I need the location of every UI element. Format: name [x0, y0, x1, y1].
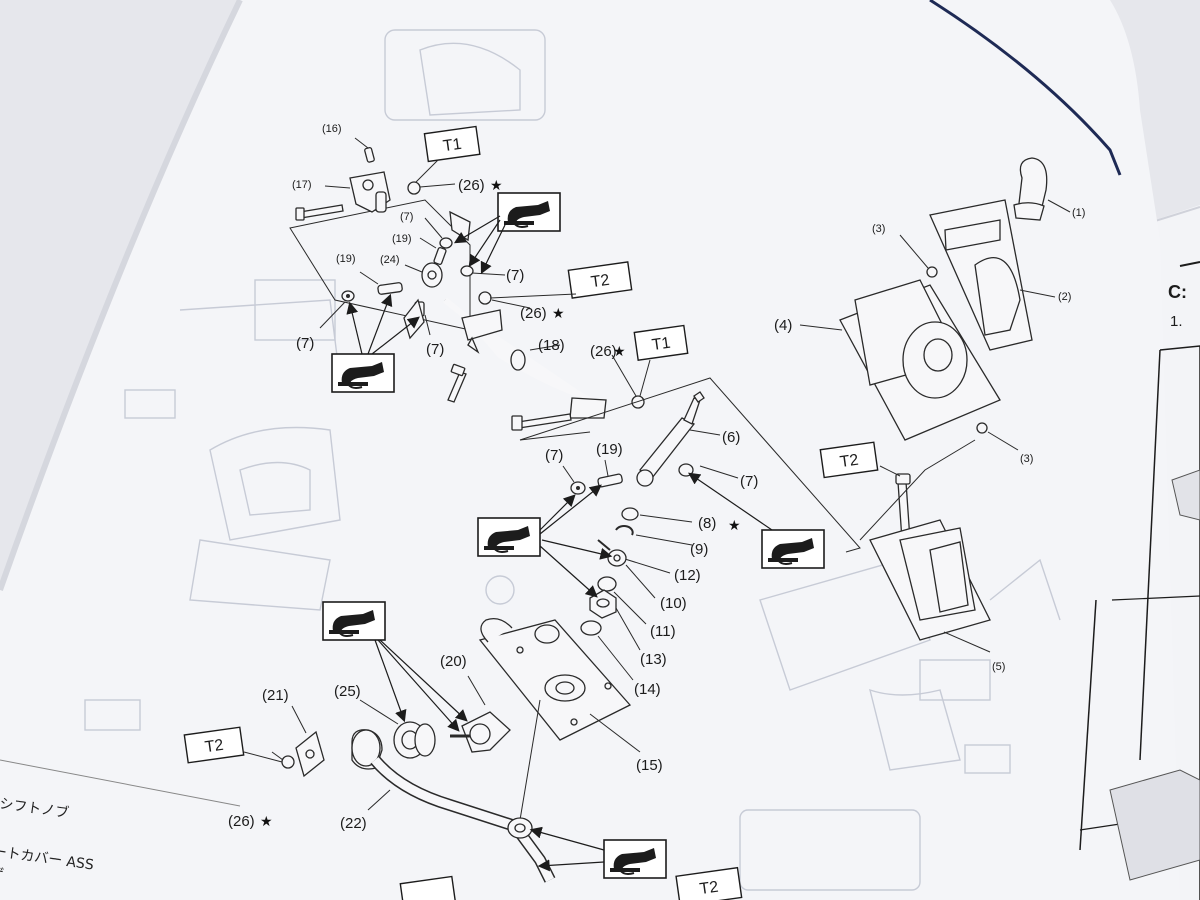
callout-18: (18)	[538, 337, 565, 354]
callout-26: (26)	[590, 343, 617, 360]
callout-7: (7)	[506, 267, 524, 284]
callout-19: (19)	[336, 253, 356, 265]
page-border-line	[929, 0, 1122, 176]
callout-labels: (16) (17) (26) ★ (7) (19) (24) (19) (7) …	[228, 123, 1085, 832]
callout-20: (20)	[440, 653, 467, 670]
callout-7: (7)	[296, 335, 314, 352]
callout-21: (21)	[262, 687, 289, 704]
callout-22: (22)	[340, 815, 367, 832]
callout-14: (14)	[634, 681, 661, 698]
torque-label: T1	[442, 136, 463, 155]
callout-7: (7)	[400, 211, 413, 223]
torque-box-t2: T2	[675, 866, 743, 900]
callout-10: (10)	[660, 595, 687, 612]
callout-3: (3)	[872, 223, 885, 235]
facing-page-content: C: 1.	[1079, 261, 1200, 900]
torque-label: T1	[651, 335, 672, 354]
grease-application-icon	[322, 601, 386, 641]
parts-legend: シフトノブ ートカバー ASS ゲ	[0, 795, 95, 883]
torque-label: T2	[839, 452, 860, 471]
callout-7: (7)	[545, 447, 563, 464]
torque-box-t2: T2	[567, 261, 633, 299]
callout-3: (3)	[1020, 453, 1033, 465]
callout-5: (5)	[992, 661, 1005, 673]
grease-application-icon	[477, 517, 541, 557]
callout-7: (7)	[426, 341, 444, 358]
callout-16: (16)	[322, 123, 342, 135]
star-mark: ★	[728, 518, 741, 534]
legend-line: ートカバー ASS	[0, 844, 95, 874]
legend-line: シフトノブ	[0, 795, 70, 822]
torque-box-t2: T2	[819, 441, 879, 479]
torque-boxes: T1 T2 T1 T2 T2 T2	[183, 125, 879, 900]
grease-markers	[322, 192, 825, 879]
callout-8: (8)	[698, 515, 716, 532]
callout-15: (15)	[636, 757, 663, 774]
callout-24: (24)	[380, 254, 400, 266]
facing-page-step: 1.	[1170, 313, 1183, 330]
grease-application-icon	[603, 839, 667, 879]
callout-26: (26)	[458, 177, 485, 194]
callout-25: (25)	[334, 683, 361, 700]
grease-application-icon	[497, 192, 561, 232]
callout-19: (19)	[392, 233, 412, 245]
lever-assembly	[519, 377, 861, 681]
callout-26: (26)	[520, 305, 547, 322]
legend-line: ゲ	[0, 865, 5, 883]
shift-housing-15	[450, 617, 641, 821]
grease-application-icon	[331, 353, 395, 393]
callout-12: (12)	[674, 567, 701, 584]
callout-7: (7)	[740, 473, 758, 490]
callout-4: (4)	[774, 317, 792, 334]
callout-17: (17)	[292, 179, 312, 191]
callout-2: (2)	[1058, 291, 1071, 303]
torque-label: T2	[699, 879, 720, 898]
star-mark: ★	[613, 344, 626, 360]
callout-1: (1)	[1072, 207, 1085, 219]
torque-box-t1: T1	[633, 324, 689, 361]
callout-13: (13)	[640, 651, 667, 668]
star-mark: ★	[260, 814, 273, 830]
grease-application-icon	[761, 529, 825, 569]
callout-6: (6)	[722, 429, 740, 446]
torque-box-t1: T1	[423, 125, 481, 163]
shift-rod-18	[443, 291, 645, 431]
callout-19: (19)	[596, 441, 623, 458]
torque-label: T2	[590, 272, 611, 291]
torque-label: T2	[204, 737, 225, 756]
star-mark: ★	[490, 178, 503, 194]
callout-9: (9)	[690, 541, 708, 558]
lower-rod-assembly	[271, 699, 556, 883]
show-through-ghost-diagram	[84, 29, 1061, 891]
callout-11: (11)	[650, 623, 676, 640]
shift-knob-console-assembly	[799, 157, 1071, 653]
star-mark: ★	[552, 306, 565, 322]
callout-26: (26)	[228, 813, 255, 830]
facing-page-heading: C:	[1168, 282, 1187, 302]
torque-box-t2: T2	[183, 726, 245, 764]
